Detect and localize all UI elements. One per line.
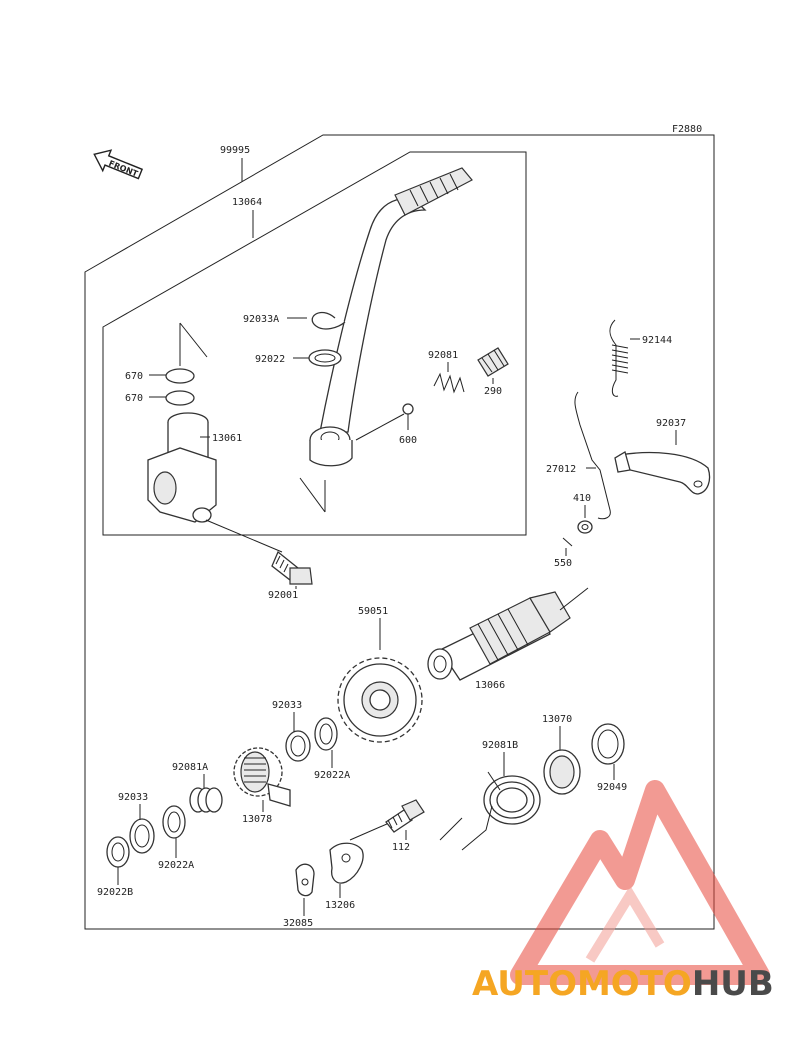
label-92144: 92144 (642, 335, 672, 346)
label-290: 290 (484, 386, 502, 397)
o-ring-670-lower (165, 390, 195, 406)
label-92081B: 92081B (482, 740, 518, 751)
washer-92022A-left (162, 805, 186, 839)
label-59051: 59051 (358, 606, 388, 617)
spring-92081B (461, 771, 541, 851)
label-670-a: 670 (125, 371, 143, 382)
label-410: 410 (573, 493, 591, 504)
label-13070: 13070 (542, 714, 572, 725)
rod-27012 (574, 391, 611, 520)
inner-assembly-frame (102, 151, 527, 536)
label-13061: 13061 (212, 433, 242, 444)
guide-13206 (329, 842, 364, 884)
label-92022A-left: 92022A (158, 860, 194, 871)
spring-92144 (609, 319, 629, 397)
spring-92081 (433, 372, 465, 394)
label-92033-middle: 92033 (272, 700, 302, 711)
label-92033-left: 92033 (118, 792, 148, 803)
logo-text-hub: HUB (692, 964, 774, 1004)
washer-92022A-middle (314, 717, 338, 751)
kick-gear-59051 (337, 657, 423, 743)
kick-shaft-13066 (427, 591, 571, 681)
label-600: 600 (399, 435, 417, 446)
outer-assembly-frame (84, 134, 715, 930)
label-92081A: 92081A (172, 762, 208, 773)
holder-13070 (543, 749, 581, 795)
ratchet-13078 (233, 747, 291, 807)
o-ring-670-upper (165, 368, 195, 384)
bolt-92001 (271, 550, 313, 585)
label-13078: 13078 (242, 814, 272, 825)
washer-410 (577, 520, 593, 534)
figure-code: F2880 (672, 124, 702, 135)
ball-600 (402, 403, 414, 415)
bolt-112 (385, 799, 425, 833)
label-27012: 27012 (546, 464, 576, 475)
kick-boss-13061 (147, 412, 217, 523)
label-92022: 92022 (255, 354, 285, 365)
circlip-92033A (311, 311, 346, 330)
pin-290 (477, 347, 509, 377)
label-92081: 92081 (428, 350, 458, 361)
label-92037: 92037 (656, 418, 686, 429)
label-112: 112 (392, 842, 410, 853)
circlip-92033-middle (285, 730, 311, 762)
label-13064: 13064 (232, 197, 262, 208)
label-13206: 13206 (325, 900, 355, 911)
automotohub-logo (510, 780, 770, 985)
label-32085: 32085 (283, 918, 313, 929)
svg-text:AUTOMOTOHUB: AUTOMOTOHUB (472, 964, 774, 1004)
washer-92022B (106, 836, 130, 868)
plate-32085 (295, 863, 315, 897)
front-arrow-icon: FRONT (93, 149, 144, 180)
cotter-pin-550 (562, 537, 573, 547)
label-92049: 92049 (597, 782, 627, 793)
label-670-b: 670 (125, 393, 143, 404)
label-13066: 13066 (475, 680, 505, 691)
label-92033A: 92033A (243, 314, 279, 325)
label-92022A-middle: 92022A (314, 770, 350, 781)
label-92022B: 92022B (97, 887, 133, 898)
spring-92081A (189, 787, 223, 813)
washer-92022 (308, 349, 342, 367)
logo-text-automoto: AUTOMOTO (472, 964, 692, 1004)
label-92001: 92001 (268, 590, 298, 601)
label-550: 550 (554, 558, 572, 569)
plate-92037 (614, 451, 711, 495)
circlip-92033-left (129, 818, 155, 854)
seal-92049 (591, 723, 625, 765)
label-99995: 99995 (220, 145, 250, 156)
